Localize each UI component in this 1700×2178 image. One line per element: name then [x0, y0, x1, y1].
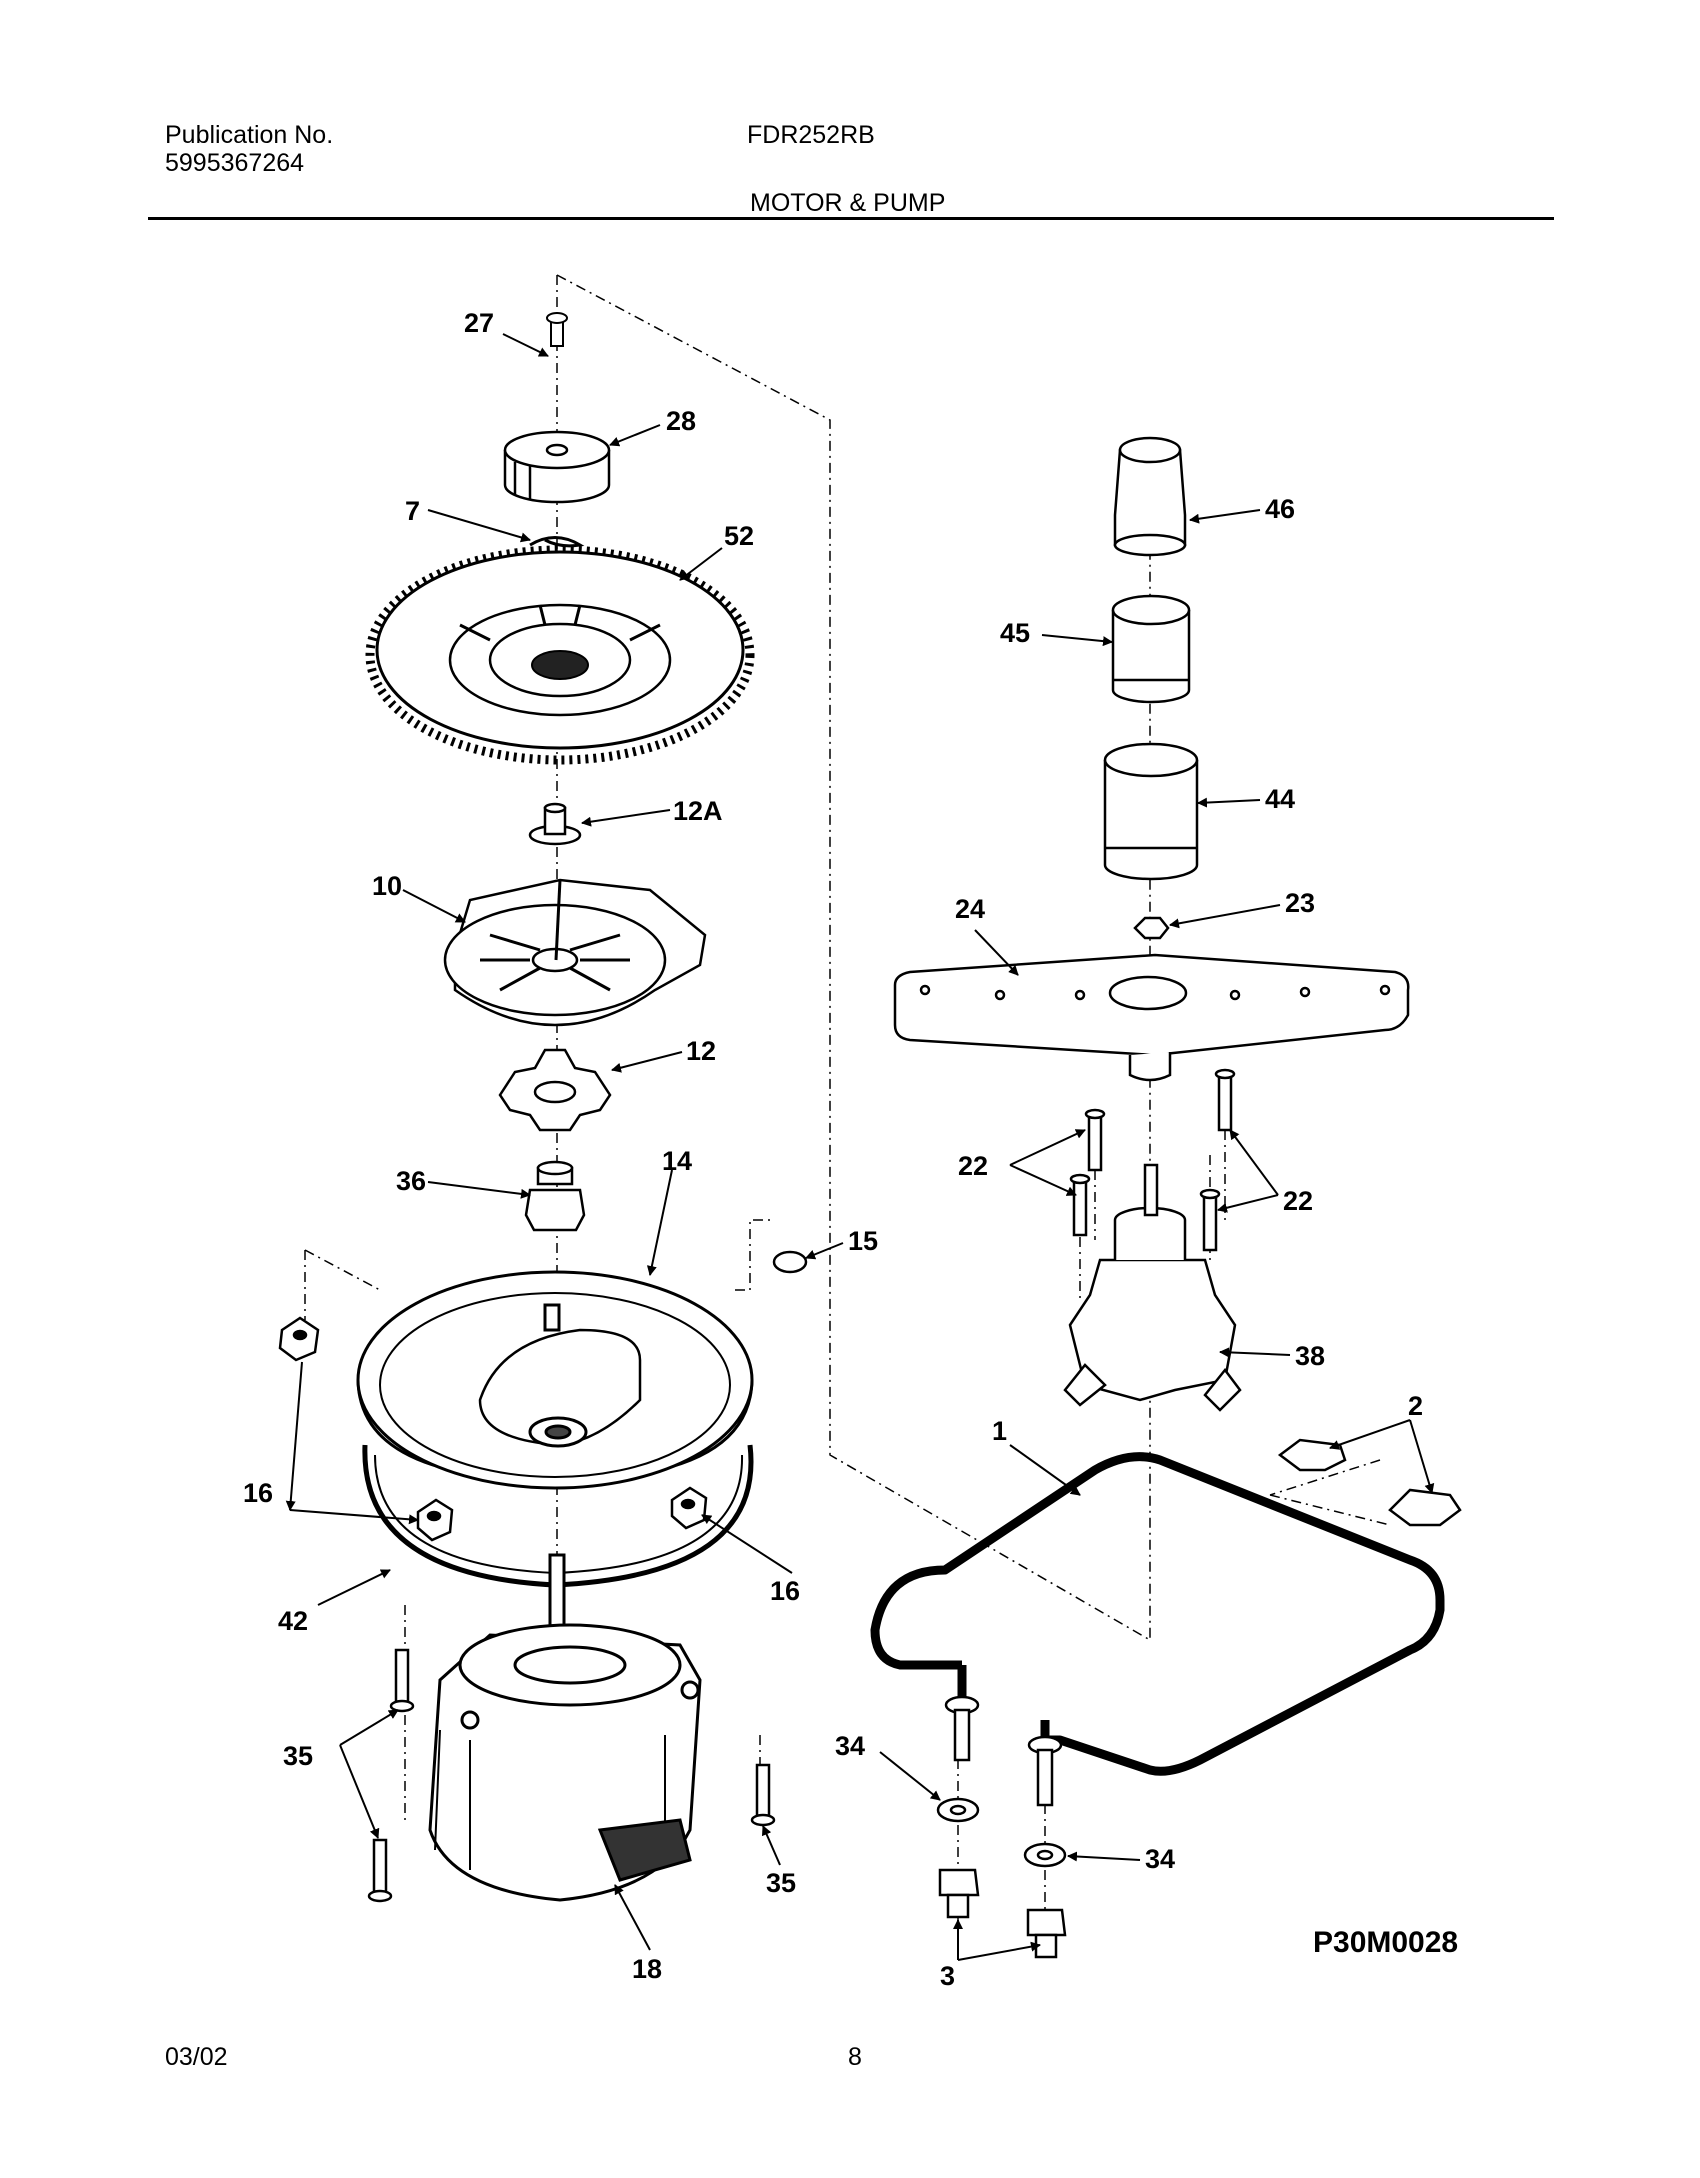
- callout-52: 52: [724, 521, 754, 551]
- callout-18: 18: [632, 1954, 662, 1984]
- part-35-screw: [367, 1648, 776, 1903]
- part-12a-bushing: [528, 802, 582, 846]
- callout-10: 10: [372, 871, 402, 901]
- callout-7: 7: [405, 496, 420, 526]
- part-1-heater-element: [870, 1452, 1445, 1776]
- part-28-hub: [503, 430, 611, 504]
- callout-42: 42: [278, 1606, 308, 1636]
- footer-page-number: 8: [848, 2043, 862, 2071]
- callout-leaders: [285, 333, 1435, 1961]
- callout-15: 15: [848, 1226, 878, 1256]
- part-22-bolt: [1069, 1068, 1236, 1252]
- callout-24: 24: [955, 894, 985, 924]
- callout-45: 45: [1000, 618, 1030, 648]
- callout-22-left: 22: [958, 1151, 988, 1181]
- callout-36: 36: [396, 1166, 426, 1196]
- callout-16-left: 16: [243, 1478, 273, 1508]
- publication-label: Publication No.: [165, 121, 334, 149]
- drawing-code: P30M0028: [1313, 1926, 1458, 1959]
- part-38-bracket: [1063, 1163, 1242, 1412]
- callout-12a: 12A: [673, 796, 723, 826]
- callout-2: 2: [1408, 1391, 1423, 1421]
- part-12-chopper: [498, 1048, 612, 1132]
- callout-3: 3: [940, 1961, 955, 1991]
- part-7-clip: [529, 536, 585, 548]
- part-36-seal: [524, 1160, 586, 1232]
- callout-14: 14: [662, 1146, 692, 1176]
- part-16-mount: [278, 1316, 708, 1542]
- part-10-impeller-housing: [443, 878, 707, 1027]
- part-2-clamp: [1277, 1438, 1462, 1527]
- callout-16-right: 16: [770, 1576, 800, 1606]
- part-44-cylinder: [1103, 742, 1199, 881]
- part-34-washer: [936, 1797, 1067, 1868]
- header-rule: [148, 217, 1554, 220]
- footer-date: 03/02: [165, 2043, 228, 2071]
- callout-34-left: 34: [835, 1731, 865, 1761]
- callout-38: 38: [1295, 1341, 1325, 1371]
- callout-28: 28: [666, 406, 696, 436]
- part-46-tube: [1113, 436, 1187, 557]
- part-18-motor: [428, 1553, 702, 1902]
- callout-labels: 27 28 7 52 12A 10 12 36 14 15 16 16 42 3…: [243, 308, 1458, 1991]
- callout-35-right: 35: [766, 1868, 796, 1898]
- part-27-screw: [546, 312, 568, 347]
- callout-1: 1: [992, 1416, 1007, 1446]
- section-title: MOTOR & PUMP: [750, 189, 946, 217]
- callout-35-left: 35: [283, 1741, 313, 1771]
- callout-27: 27: [464, 308, 494, 338]
- callout-22-right: 22: [1283, 1186, 1313, 1216]
- publication-number: 5995367264: [165, 149, 305, 177]
- callout-44: 44: [1265, 784, 1295, 814]
- model-number: FDR252RB: [747, 121, 875, 149]
- callout-23: 23: [1285, 888, 1315, 918]
- part-23-nut: [1133, 916, 1170, 940]
- callout-34-right: 34: [1145, 1844, 1175, 1874]
- part-14-sump: [356, 1270, 754, 1490]
- heater-terminal-screw: [944, 1695, 1063, 1807]
- part-45-cylinder: [1111, 594, 1191, 704]
- part-15-oring: [772, 1250, 808, 1274]
- callout-46: 46: [1265, 494, 1295, 524]
- callout-12: 12: [686, 1036, 716, 1066]
- part-52-gear: [365, 545, 755, 765]
- part-24-spray-arm: [893, 953, 1410, 1082]
